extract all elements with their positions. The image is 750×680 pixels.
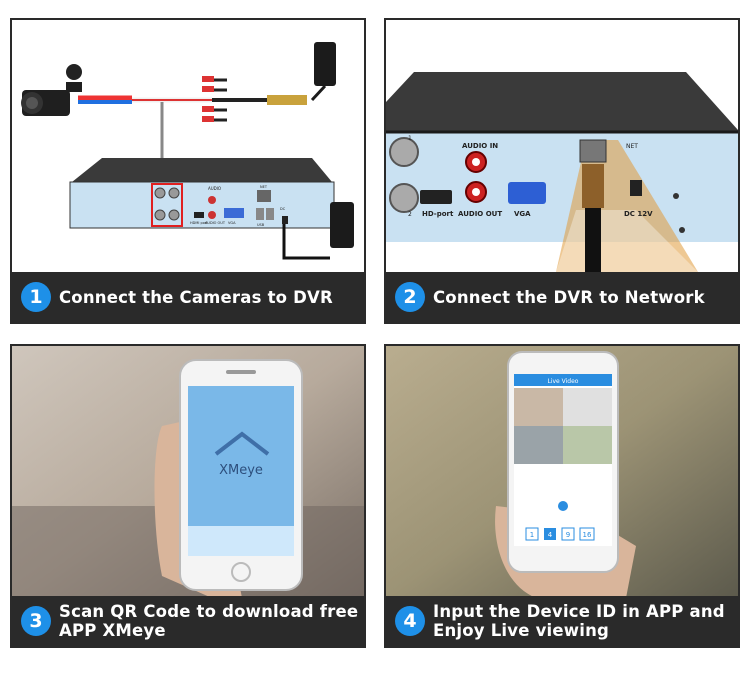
dvr-vga-label: VGA (228, 221, 236, 225)
dvr-usb-label: USB (257, 223, 265, 227)
dvr-input-1-label: 1 (408, 135, 412, 142)
dvr-to-network-illustration: 1 2 HD-port AUDIO IN AUDIO OUT VGA NET D… (386, 72, 738, 272)
dvr-device-icon: AUDIO HDMI port AUDIO OUT VGA USB NET DC (69, 158, 335, 229)
dvr-dc-label: DC (280, 207, 286, 211)
step-text: Scan QR Code to download free APP XMeye (59, 602, 358, 640)
dvr-audio-out-label: AUDIO OUT (205, 221, 226, 225)
dvr-net-label: NET (260, 185, 268, 189)
camera-icon (21, 64, 82, 116)
step-caption: 1 Connect the Cameras to DVR (12, 272, 364, 322)
split-option-16: 16 (583, 531, 592, 539)
dvr-hd-port-label: HD-port (422, 210, 454, 218)
phone-icon: Live Video 1 4 9 16 (507, 351, 619, 573)
xmeye-logo-icon: XMeye (214, 431, 270, 478)
split-option-4: 4 (548, 531, 553, 539)
step-caption: 4 Input the Device ID in APP and Enjoy L… (386, 596, 738, 646)
dvr-dc-label: DC 12V (624, 210, 653, 218)
step-caption: 3 Scan QR Code to download free APP XMey… (12, 596, 364, 646)
step-number-badge: 1 (21, 282, 51, 312)
power-adapter-icon (330, 202, 354, 248)
camera-to-dvr-illustration: AUDIO HDMI port AUDIO OUT VGA USB NET DC (21, 42, 354, 260)
dvr-net-label: NET (626, 143, 638, 150)
step-number-badge: 3 (21, 606, 51, 636)
step-caption: 2 Connect the DVR to Network (386, 272, 738, 322)
step-text-line: Enjoy Live viewing (433, 621, 610, 640)
scan-qr-illustration: XMeye (12, 346, 364, 598)
xmeye-logo-text: XMeye (219, 463, 263, 478)
dvr-vga-label: VGA (514, 210, 531, 218)
step-text-line: APP XMeye (59, 621, 166, 640)
power-adapter-icon (310, 42, 336, 102)
step-text: Input the Device ID in APP and Enjoy Liv… (433, 602, 725, 640)
dvr-audio-in-label: AUDIO IN (462, 142, 498, 150)
step-text-line: Connect the DVR to Network (433, 287, 705, 307)
step-panel-2: 1 2 HD-port AUDIO IN AUDIO OUT VGA NET D… (384, 18, 740, 324)
dvr-audio-in-label: AUDIO (208, 186, 221, 191)
step-panel-4: Live Video 1 4 9 16 4 Input the Device I… (384, 344, 740, 648)
live-view-illustration: Live Video 1 4 9 16 (386, 346, 738, 598)
dvr-audio-out-label: AUDIO OUT (458, 210, 502, 218)
ethernet-cable-icon (582, 164, 604, 272)
step-text: Connect the DVR to Network (433, 288, 705, 307)
step-number-badge: 2 (395, 282, 425, 312)
split-option-9: 9 (566, 531, 570, 539)
dvr-hdmi-label: HDMI port (190, 221, 208, 225)
dvr-input-2-label: 2 (408, 211, 412, 218)
split-option-1: 1 (530, 531, 534, 539)
step-text: Connect the Cameras to DVR (59, 288, 333, 307)
phone-icon (179, 359, 303, 591)
step-text-line: Scan QR Code to download free (59, 602, 359, 621)
step-text-line: Input the Device ID in APP and (433, 602, 725, 621)
step-text-line: Connect the Cameras to DVR (59, 287, 333, 307)
step-panel-3: XMeye 3 Scan QR Code to download free AP… (10, 344, 366, 648)
live-video-title: Live Video (548, 378, 579, 385)
step-panel-1: AUDIO HDMI port AUDIO OUT VGA USB NET DC… (10, 18, 366, 324)
step-number-badge: 4 (395, 606, 425, 636)
power-splitter-icon (202, 76, 307, 122)
